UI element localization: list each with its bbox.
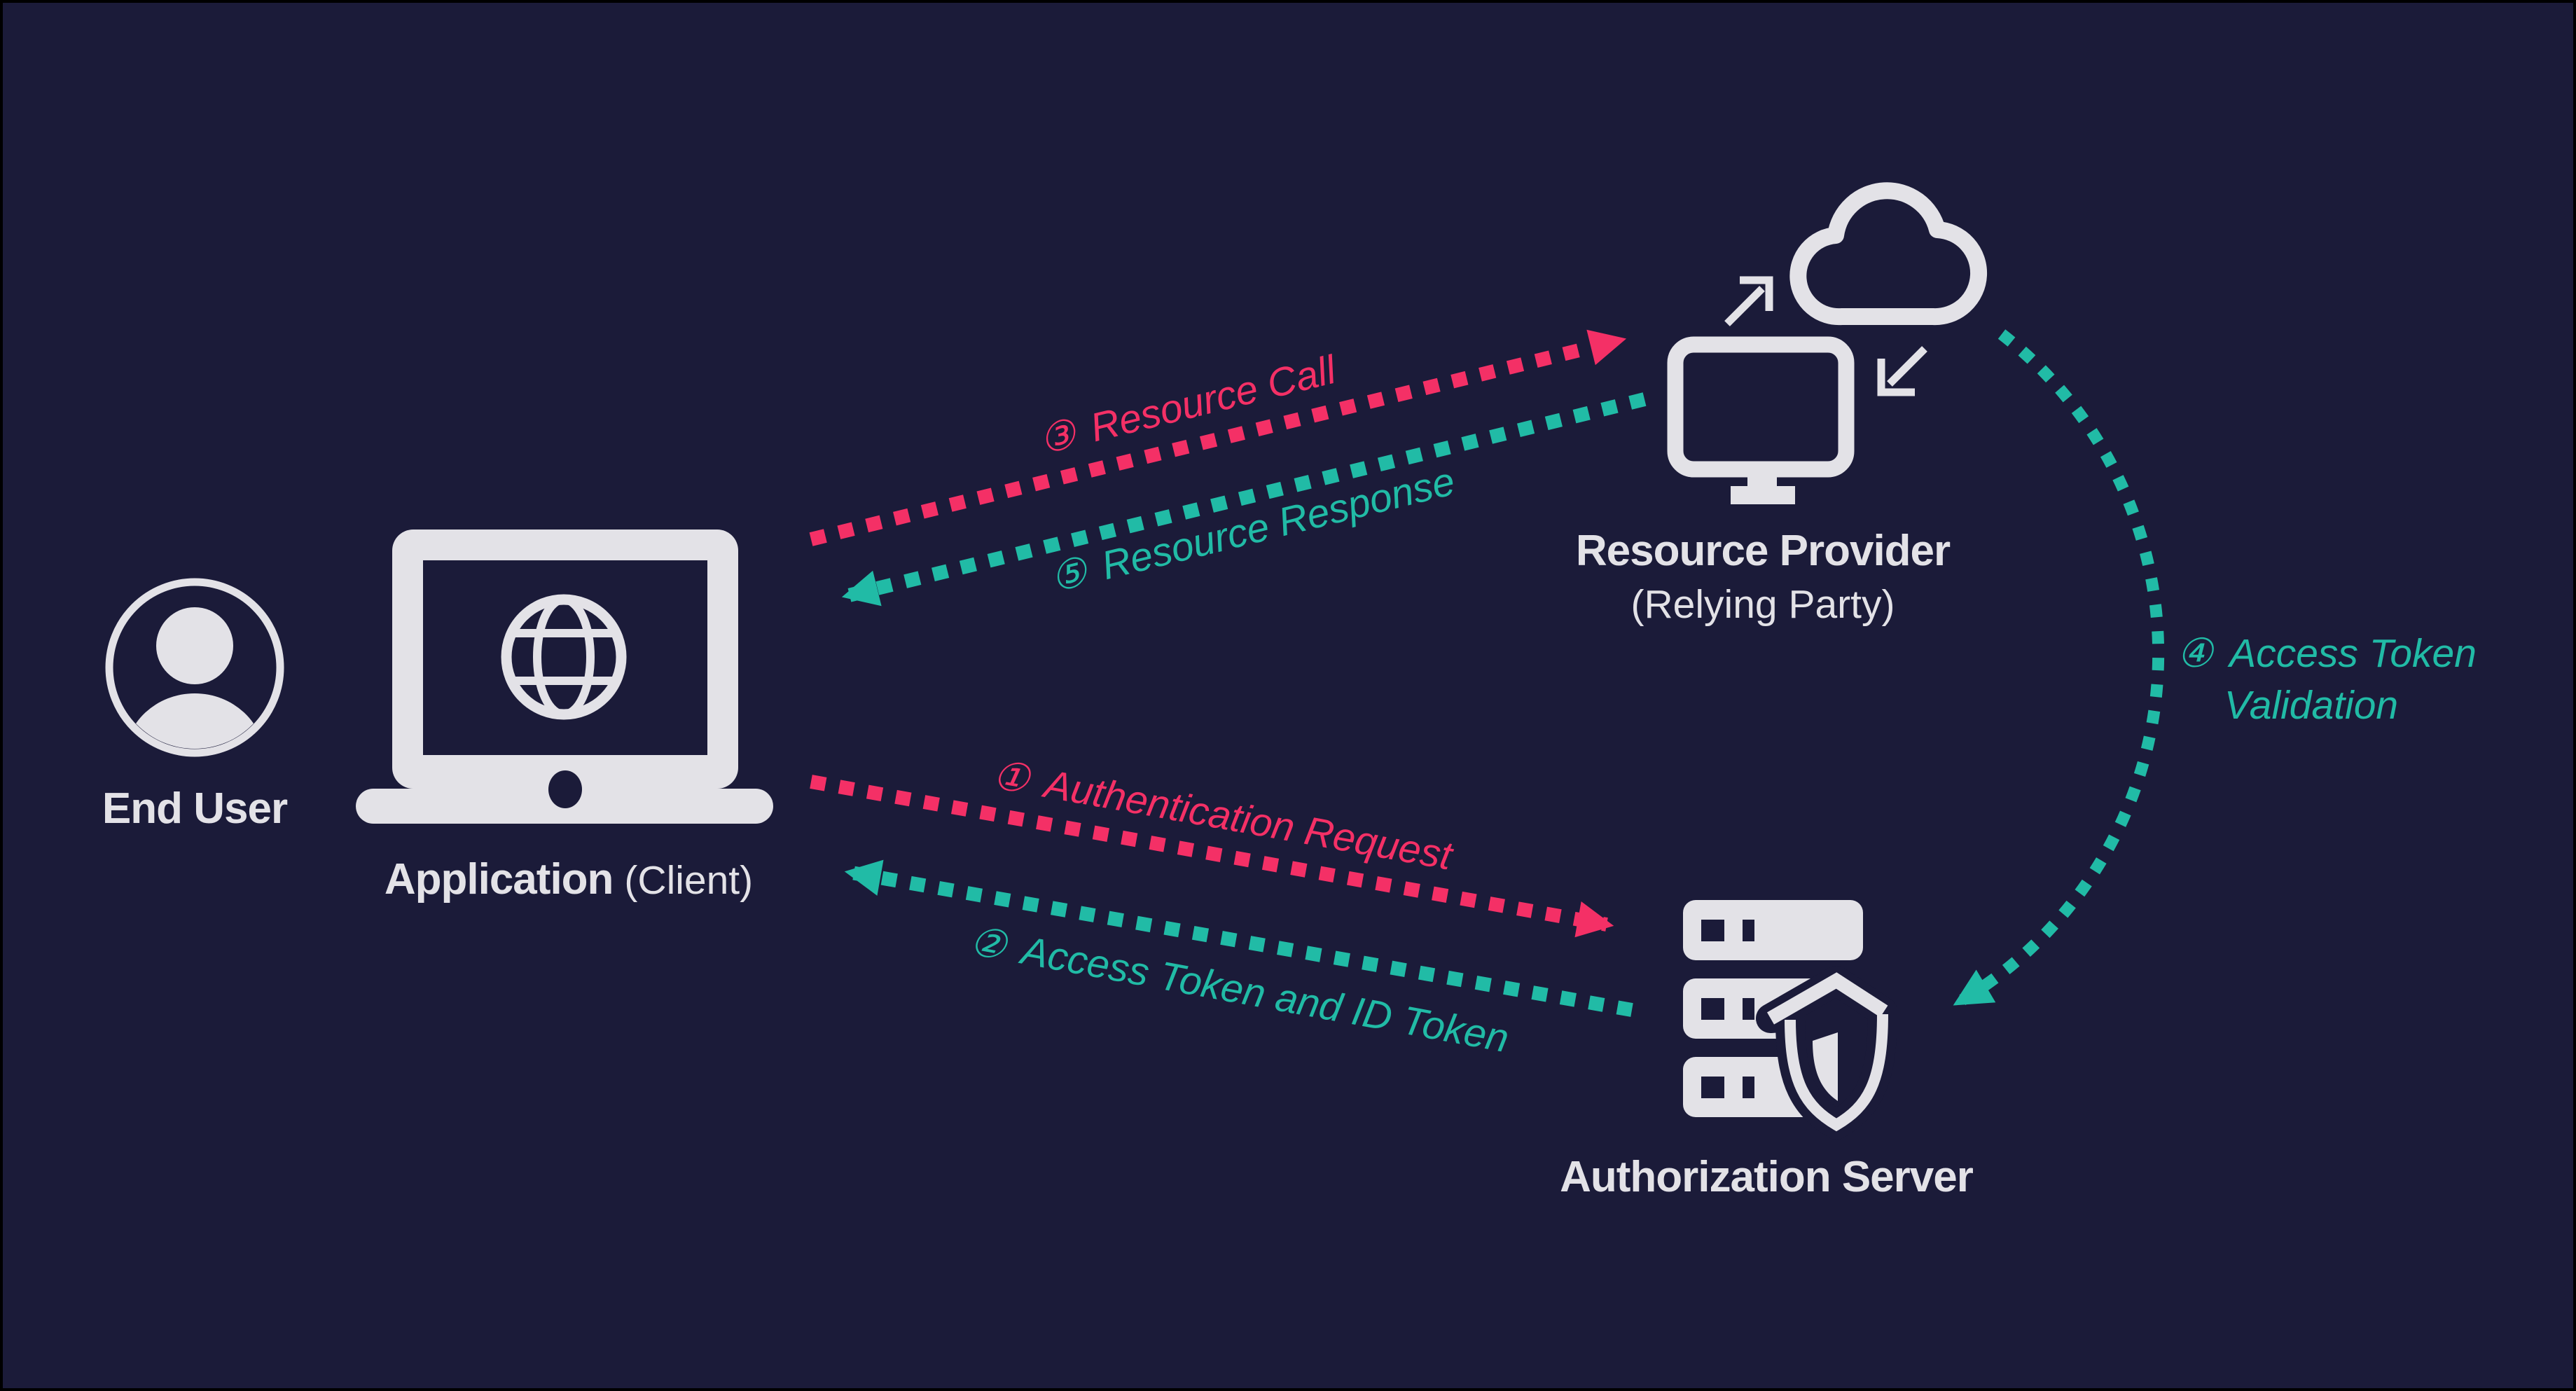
label-access-token-validation-text1: Access Token xyxy=(2227,631,2477,676)
server-shield-icon xyxy=(1683,900,1897,1140)
label-access-token-validation: ④ Access Token Validation xyxy=(2177,631,2477,728)
user-shoulders xyxy=(125,693,265,749)
cloud-monitor-icon xyxy=(1667,182,1987,504)
shield-icon xyxy=(1756,966,1897,1140)
user-ring xyxy=(105,578,284,757)
arrow-resource-response xyxy=(841,392,1647,607)
label-access-token-validation-line1: ④ Access Token xyxy=(2177,631,2477,676)
authorization-server-node: Authorization Server xyxy=(1560,900,1974,1201)
application-label: Application(Client) xyxy=(385,855,753,904)
end-user-node: End User xyxy=(102,578,289,833)
label-resource-call-number: ③ xyxy=(1035,410,1083,463)
label-access-token-response-text: Access Token and ID Token xyxy=(1016,927,1512,1061)
end-user-label: End User xyxy=(102,784,288,833)
resource-provider-node: Resource Provider (Relying Party) xyxy=(1576,182,1987,627)
arrow-resource-call xyxy=(809,329,1627,546)
arrow-access-token-validation xyxy=(1953,329,2165,1007)
user-icon xyxy=(105,578,284,757)
laptop-screen xyxy=(423,560,707,755)
label-access-token-validation-number: ④ xyxy=(2177,631,2215,676)
label-authentication-request-number: ① xyxy=(990,752,1034,803)
label-resource-response-number: ⑤ xyxy=(1046,548,1094,601)
resource-provider-label: Resource Provider xyxy=(1576,527,1951,575)
label-access-token-response-number: ② xyxy=(967,918,1012,969)
arrow-authentication-request xyxy=(810,775,1614,938)
label-resource-response-text: Resource Response xyxy=(1097,459,1460,588)
resource-provider-sublabel: (Relying Party) xyxy=(1631,582,1895,627)
label-access-token-validation-text2: Validation xyxy=(2224,683,2398,728)
sync-arrows-icon xyxy=(1724,276,1927,396)
monitor-icon xyxy=(1667,336,1855,504)
application-node: Application(Client) xyxy=(356,530,773,904)
user-head xyxy=(156,607,233,684)
application-label-bold: Application xyxy=(385,855,614,904)
authorization-server-label: Authorization Server xyxy=(1560,1153,1974,1201)
laptop-globe-icon xyxy=(356,530,773,824)
laptop-notch xyxy=(548,770,582,808)
globe-icon xyxy=(501,594,627,720)
application-label-paren: (Client) xyxy=(624,858,753,903)
cloud-icon xyxy=(1789,182,1987,326)
